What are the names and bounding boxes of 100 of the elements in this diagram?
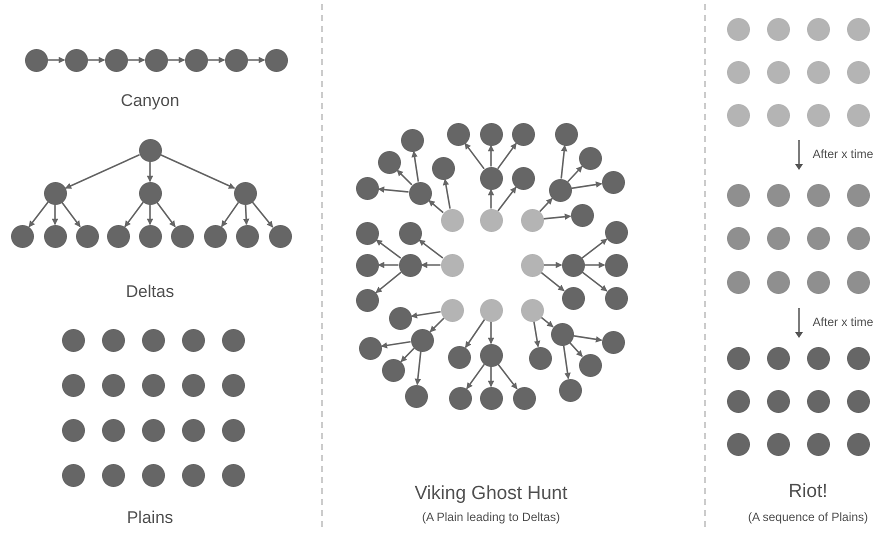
arrow [582,271,608,292]
circle-node [726,432,750,456]
arrow [124,202,144,228]
circle-node [398,254,422,276]
circle-node [558,378,582,402]
circle-node [766,104,790,126]
circle-node [726,270,750,294]
circle-node [806,390,830,412]
circle-node [264,48,288,72]
circle-node [520,208,544,232]
subtitle: (A Plain leading to Deltas) [422,511,560,523]
circle-node [726,184,750,206]
circle-node [726,390,750,412]
arrow [410,310,441,319]
circle-node [480,122,502,146]
circle-node [766,18,790,40]
circle-node [846,18,870,40]
arrow [543,214,572,220]
arrow [540,316,554,328]
arrow [61,202,81,228]
circle-node [520,254,544,276]
circle-node [554,122,578,146]
circle-node [562,254,584,276]
circle-node [268,224,292,248]
circle-node [102,374,124,396]
arrow [243,204,250,226]
arrow [497,186,517,212]
circle-node [182,464,204,486]
circle-node [356,176,378,200]
circle-node [512,166,534,190]
circle-node [432,156,454,180]
arrow [248,56,266,64]
circle-node [184,48,208,72]
circle-node [446,122,470,146]
arrow [497,142,517,170]
circle-node [440,208,464,232]
circle-node [562,286,584,310]
arrow [488,188,494,208]
circle-node [520,298,544,322]
arrow [420,262,440,268]
section-title: Riot! [788,482,828,501]
circle-node [440,254,464,276]
circle-node [448,346,470,368]
circle-node [62,418,84,442]
circle-node [44,182,66,204]
circle-node [766,60,790,84]
circle-node [578,354,602,376]
arrow [220,202,240,228]
arrow [128,56,146,64]
circle-node [480,208,502,232]
circle-node [144,48,168,72]
circle-node [480,166,502,190]
circle-node [480,344,502,366]
circle-node [766,432,790,456]
circle-node [410,328,434,352]
arrow [497,364,518,390]
circle-node [548,178,572,202]
circle-node [224,48,248,72]
circle-node [806,226,830,250]
circle-node [234,182,256,204]
arrow [252,201,274,228]
circle-node [404,384,428,408]
circle-node [142,418,164,442]
circle-node [170,224,194,248]
circle-node [806,60,830,84]
circle-node [102,464,124,486]
circle-node [448,386,472,410]
circle-node [440,298,464,322]
arrow [464,319,486,348]
circle-node [138,182,162,204]
circle-node [604,286,628,310]
circle-node [846,390,870,412]
time-note: After x time [812,148,874,160]
arrow [146,204,154,226]
arrow [88,56,106,64]
circle-node [570,204,594,226]
subtitle: (A sequence of Plains) [748,511,868,523]
section-title: Deltas [126,283,174,300]
circle-node [222,464,244,486]
circle-node [766,184,790,206]
circle-node [480,386,502,410]
circle-node [806,346,830,370]
circle-node [222,374,244,396]
circle-node [62,328,84,352]
circle-node [64,48,88,72]
arrow [488,322,494,344]
circle-node [578,146,602,170]
arrow [442,178,451,209]
circle-node [398,222,422,244]
circle-node [222,418,244,442]
circle-node [388,306,412,330]
section-title: Canyon [120,92,180,109]
arrow [146,162,154,182]
circle-node [102,418,124,442]
arrow [533,321,540,348]
arrow [560,144,568,179]
circle-node [138,138,162,162]
circle-node [726,346,750,370]
circle-node [512,386,536,410]
circle-node [846,432,870,456]
